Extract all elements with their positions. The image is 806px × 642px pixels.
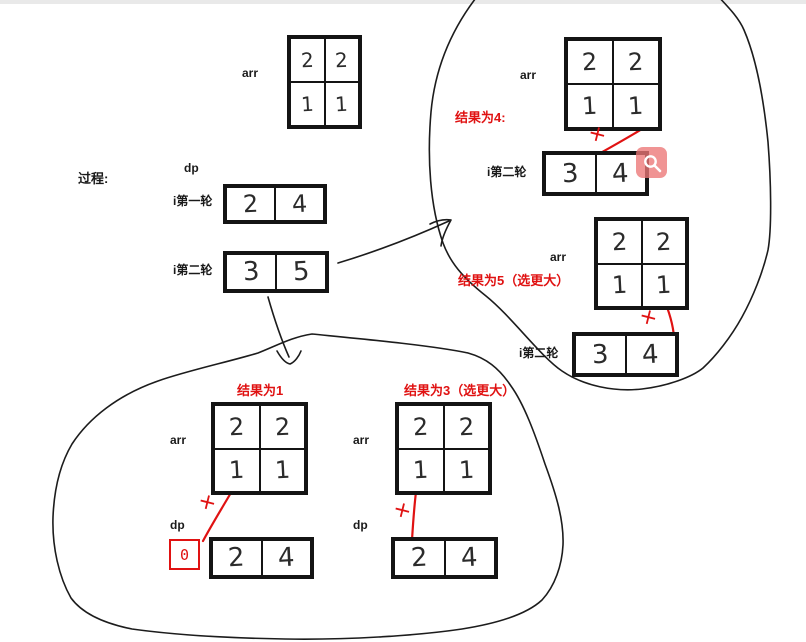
grid-cell: 2 <box>290 38 325 82</box>
round2-label-result4: i第二轮 <box>487 165 527 179</box>
grid-cell: 2 <box>398 405 444 449</box>
grid-cell: 4 <box>275 187 324 221</box>
grid-cell: 4 <box>625 335 676 374</box>
arr-label-process: arr <box>242 66 259 80</box>
arrow-to-bottom <box>267 296 290 358</box>
dp-row-result1: 2 4 <box>209 537 314 579</box>
top-right-blob-outline <box>428 0 772 391</box>
grid-cell: 2 <box>641 220 686 264</box>
arr-grid-process: 2 2 1 1 <box>287 35 362 129</box>
process-title: 过程: <box>78 171 109 186</box>
arr-label-result5: arr <box>550 250 567 264</box>
arrow-to-bottom-head <box>276 350 302 365</box>
result1-label: 结果为1 <box>237 383 284 398</box>
arrow-to-top-right <box>337 220 450 264</box>
round1-label: i第一轮 <box>173 194 213 208</box>
dp-row-result3: 2 4 <box>391 537 498 579</box>
arr-label-result1: arr <box>170 433 187 447</box>
grid-cell: 2 <box>597 220 642 264</box>
arr-grid-result3: 2 2 1 1 <box>395 402 492 495</box>
result5-label: 结果为5（选更大） <box>458 273 570 288</box>
grid-cell: 2 <box>567 40 613 84</box>
grid-cell: 1 <box>597 263 642 307</box>
result4-label: 结果为4: <box>455 110 506 125</box>
red-connector-bottom-left <box>201 489 234 543</box>
grid-cell: 2 <box>259 405 305 449</box>
result3-label: 结果为3（选更大） <box>404 383 516 398</box>
grid-cell: 2 <box>226 187 275 221</box>
round2-label-result5: i第二轮 <box>519 346 559 360</box>
grid-cell: 1 <box>641 263 686 307</box>
grid-cell: 2 <box>394 540 445 576</box>
dp-label-process: dp <box>184 161 199 175</box>
grid-cell: 1 <box>613 84 659 128</box>
arr-grid-result5: 2 2 1 1 <box>594 217 689 310</box>
dp-label-result1: dp <box>170 518 185 532</box>
grid-cell: 3 <box>575 335 626 374</box>
grid-cell: 1 <box>259 448 305 492</box>
dp-row-result4: 3 4 <box>542 151 649 196</box>
grid-cell: 1 <box>290 82 325 126</box>
arr-label-result3: arr <box>353 433 370 447</box>
dp-zero-cell: 0 <box>169 539 200 570</box>
grid-cell: 1 <box>398 448 444 492</box>
grid-cell: 4 <box>261 540 311 576</box>
window-edge-strip <box>0 0 806 4</box>
arr-grid-result4: 2 2 1 1 <box>564 37 662 131</box>
round2-label: i第二轮 <box>173 263 213 277</box>
grid-cell: 2 <box>613 40 659 84</box>
grid-cell: 3 <box>226 254 276 290</box>
bottom-blob-outline <box>52 333 564 640</box>
dp-row-round1: 2 4 <box>223 184 327 224</box>
arrow-to-top-right-head <box>429 218 452 247</box>
grid-cell: 2 <box>443 405 489 449</box>
grid-cell: 1 <box>567 84 613 128</box>
dp-label-result3: dp <box>353 518 368 532</box>
magnifier-icon[interactable] <box>636 147 667 178</box>
red-connector-bottom-right <box>410 490 418 542</box>
grid-cell: 3 <box>545 154 596 193</box>
arr-label-result4: arr <box>520 68 537 82</box>
grid-cell: 2 <box>214 405 260 449</box>
grid-cell: 1 <box>324 82 359 126</box>
grid-cell: 1 <box>443 448 489 492</box>
dp-row-round2: 3 5 <box>223 251 329 293</box>
grid-cell: 2 <box>212 540 262 576</box>
arr-grid-result1: 2 2 1 1 <box>211 402 308 495</box>
grid-cell: 1 <box>214 448 260 492</box>
grid-cell: 2 <box>324 38 359 82</box>
grid-cell: 5 <box>276 254 326 290</box>
dp-row-result5: 3 4 <box>572 332 679 377</box>
grid-cell: 4 <box>444 540 495 576</box>
